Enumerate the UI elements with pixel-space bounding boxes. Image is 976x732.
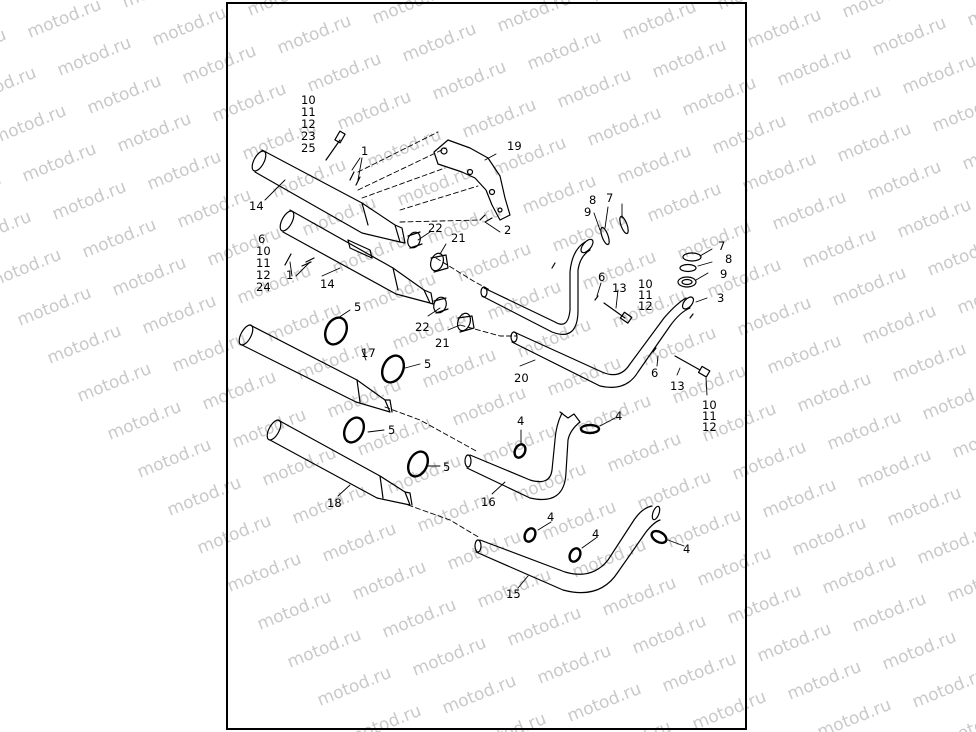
sensor-upper: [325, 130, 346, 161]
clamp-rings-5: [323, 316, 430, 478]
callout: 13: [670, 379, 685, 393]
callout: 5: [424, 357, 431, 371]
oxygen-sensor-lower: [674, 355, 711, 378]
callout: 6: [598, 270, 605, 284]
callout: 20: [514, 371, 529, 385]
callout-labels: 10 11 12 23 25 1 19 14 2 22 21 6 10 11 1…: [249, 93, 732, 601]
callout: 19: [507, 139, 522, 153]
callout: 16: [481, 495, 496, 509]
callout: 5: [443, 460, 450, 474]
flange-upper: [600, 215, 629, 246]
callout: 13: [612, 281, 627, 295]
callout: 5: [354, 300, 361, 314]
callout: 6: [651, 366, 658, 380]
callout: 4: [683, 542, 690, 556]
callout: 3: [717, 291, 724, 305]
small-screws: [284, 171, 694, 353]
callout: 18: [327, 496, 342, 510]
callout: 8: [725, 252, 732, 266]
callout: 12: [256, 268, 271, 282]
callout: 21: [451, 231, 466, 245]
callout: 22: [415, 320, 430, 334]
callout: 10: [638, 277, 653, 291]
callout: 12: [638, 299, 653, 313]
callout: 14: [320, 277, 335, 291]
callout: 4: [517, 414, 524, 428]
callout: 8: [589, 193, 596, 207]
callout: 24: [256, 280, 271, 294]
callout: 7: [718, 239, 725, 253]
muffler-18: [266, 419, 413, 506]
callout: 6: [258, 232, 265, 246]
callout: 15: [506, 587, 521, 601]
callout: 14: [249, 199, 264, 213]
callout: 5: [388, 423, 395, 437]
oxygen-sensor-upper: [603, 302, 633, 324]
callout: 9: [584, 205, 591, 219]
callout: 23: [301, 129, 316, 143]
diagram-frame: [226, 2, 747, 730]
rear-head-pipe-20: [510, 296, 695, 388]
clamp-lower: [433, 296, 475, 333]
callout: 10: [256, 244, 271, 258]
pipe-16: [464, 411, 581, 500]
callout: 4: [615, 409, 622, 423]
callout: 11: [301, 105, 316, 119]
alignment-lines: [357, 131, 517, 539]
mounting-bracket: [433, 139, 511, 221]
gaskets-4: [513, 423, 668, 563]
callout: 21: [435, 336, 450, 350]
callout: 4: [592, 527, 599, 541]
callout: 1: [286, 268, 293, 282]
upper-muffler: [251, 149, 406, 244]
callout: 11: [702, 409, 717, 423]
clamp-upper: [407, 231, 449, 273]
watermark-text: motod.ru: [964, 0, 976, 31]
callout: 22: [428, 221, 443, 235]
callout: 17: [361, 346, 376, 360]
callout: 12: [702, 420, 717, 434]
callout: 10: [702, 398, 717, 412]
callout: 11: [638, 288, 653, 302]
callout: 11: [256, 256, 271, 270]
callout: 4: [547, 510, 554, 524]
leader-lines: [264, 153, 713, 589]
callout: 9: [720, 267, 727, 281]
front-head-pipe: [480, 238, 594, 335]
flange-right: [677, 252, 702, 288]
callout: 1: [361, 144, 368, 158]
lower-muffler: [279, 209, 434, 305]
pipe-15: [474, 505, 661, 594]
callout: 2: [504, 223, 511, 237]
callout: 7: [606, 191, 613, 205]
callout: 12: [301, 117, 316, 131]
callout: 10: [301, 93, 316, 107]
muffler-17: [238, 324, 393, 413]
callout: 25: [301, 141, 316, 155]
